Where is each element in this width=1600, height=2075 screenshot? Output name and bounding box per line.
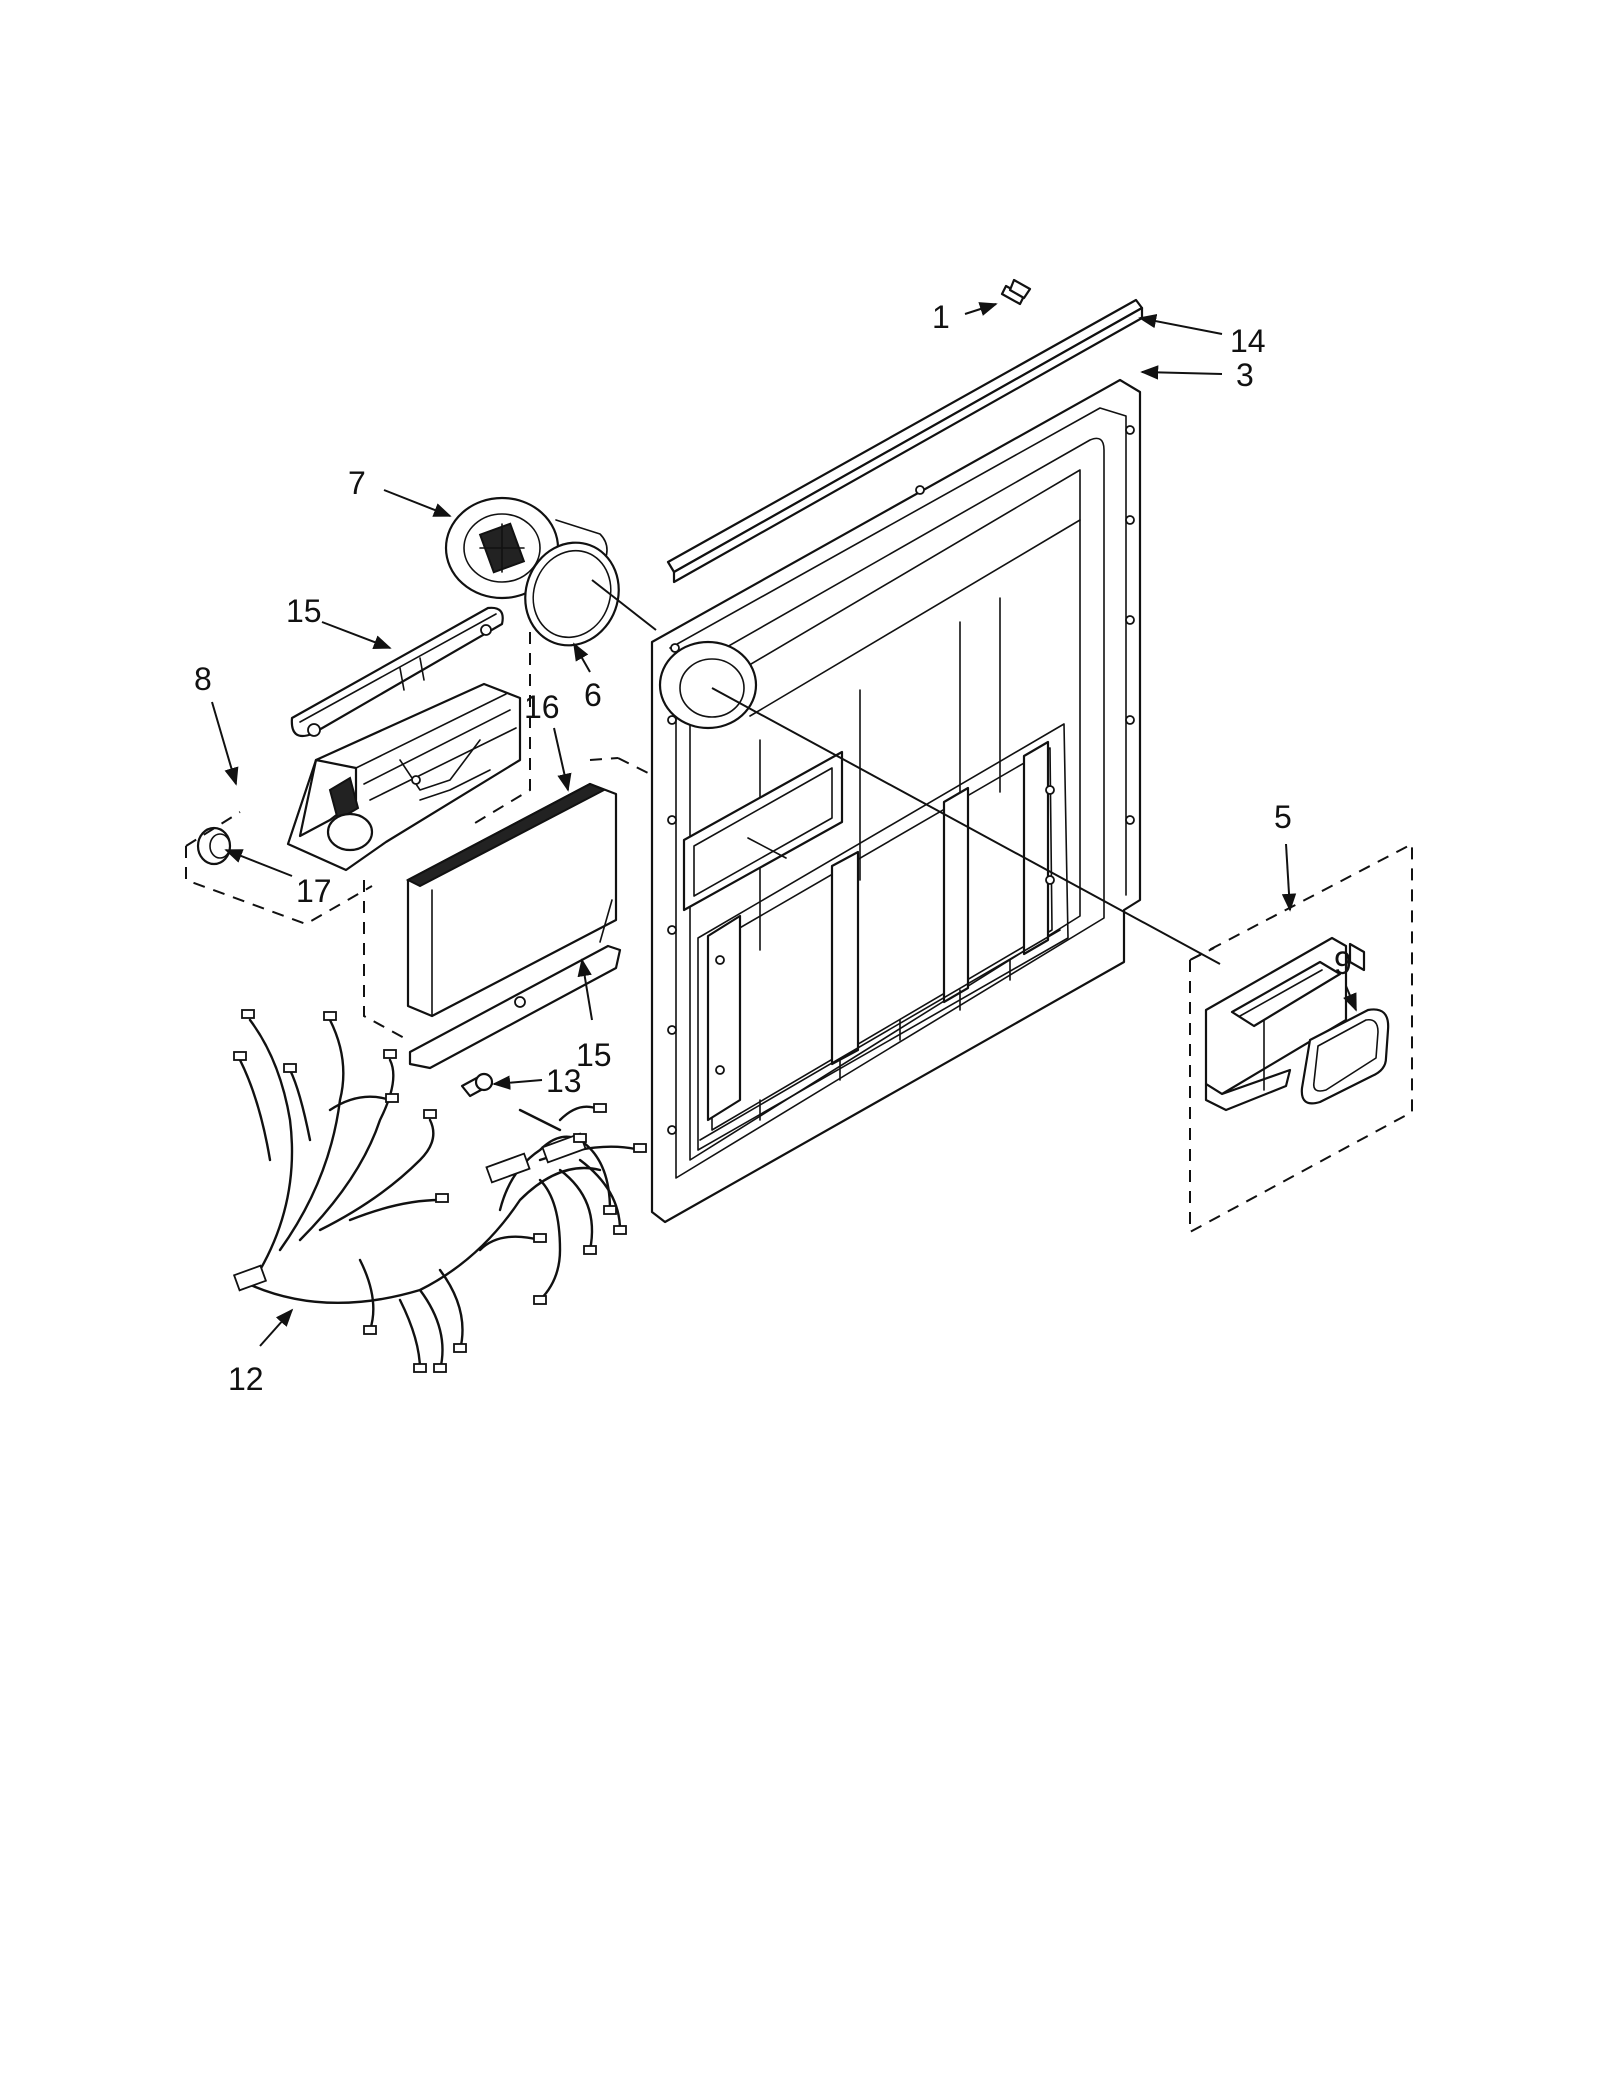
callout-5: 5: [1274, 799, 1292, 835]
callout-13: 13: [546, 1063, 582, 1099]
dispenser-assembly: [1204, 936, 1366, 1112]
alignment-lines: [591, 579, 1221, 965]
assembly-outlines: [185, 632, 1413, 1234]
callout-6: 6: [584, 677, 602, 713]
screw-part-13: [460, 1072, 494, 1098]
callout-labels: 1 14 3 7 15 6 8 16 17 13 15 12 5 9: [194, 299, 1352, 1397]
callout-17: 17: [296, 873, 332, 909]
callout-9: 9: [1334, 945, 1352, 981]
callout-12: 12: [228, 1361, 264, 1397]
callout-15-lower: 15: [576, 1037, 612, 1073]
gasket-ring: [524, 541, 620, 647]
screw-part-1: [1000, 278, 1032, 306]
bracket-upper: [290, 606, 504, 738]
knob-part-17: [196, 826, 232, 866]
callout-7: 7: [348, 465, 366, 501]
callout-leaders: [211, 302, 1357, 1347]
callout-16: 16: [524, 689, 560, 725]
panel-screws: [667, 425, 1135, 1135]
vent-housing: [286, 682, 522, 872]
callout-8: 8: [194, 661, 212, 697]
callout-3: 3: [1236, 357, 1254, 393]
cover-plate: [405, 782, 618, 1018]
callout-1: 1: [932, 299, 950, 335]
vent-window: [682, 750, 844, 912]
callout-15-upper: 15: [286, 593, 322, 629]
callout-14: 14: [1230, 323, 1266, 359]
inner-door-panel: [650, 378, 1142, 1224]
dispenser-seal: [1300, 1008, 1390, 1105]
wire-harness: [232, 1009, 647, 1373]
bracket-lower: [408, 899, 622, 1070]
